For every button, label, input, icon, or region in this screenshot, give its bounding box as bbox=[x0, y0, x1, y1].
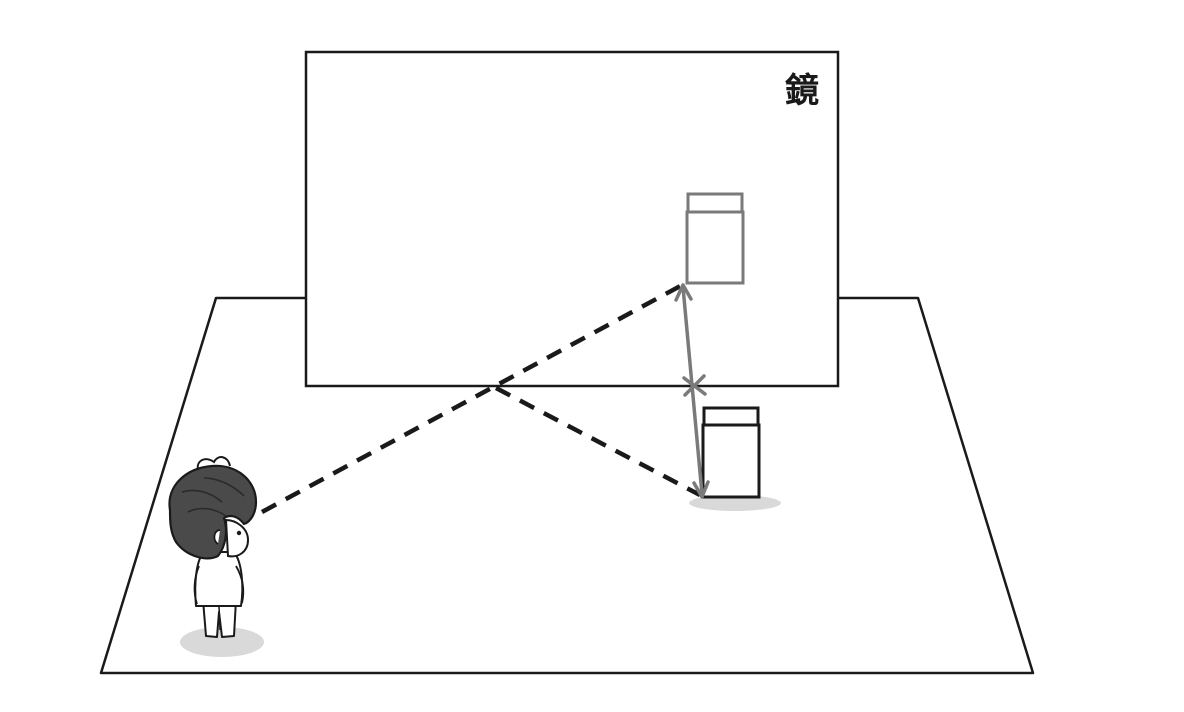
child-arm-right bbox=[235, 565, 245, 604]
reflected-object bbox=[685, 192, 745, 285]
real-object-body bbox=[701, 423, 761, 499]
arrow-head-top bbox=[674, 283, 693, 302]
mirror bbox=[304, 50, 840, 388]
child-hair-tuft bbox=[196, 456, 231, 471]
reflected-object-top bbox=[686, 192, 744, 214]
child-face bbox=[224, 518, 250, 558]
arrow-head-bottom bbox=[692, 480, 710, 499]
child-leg-gap bbox=[218, 605, 221, 631]
child-body bbox=[194, 551, 244, 607]
child-shadow bbox=[180, 627, 264, 657]
child-figure bbox=[168, 456, 264, 657]
real-object-top bbox=[702, 406, 760, 427]
child-eye bbox=[236, 530, 242, 536]
child-hair-strands bbox=[181, 477, 245, 517]
midpoint-tick-b bbox=[683, 374, 706, 397]
reflection-line-to-object bbox=[494, 386, 702, 497]
child-arm-left bbox=[193, 565, 200, 605]
distance-line bbox=[681, 285, 704, 496]
mirror-label: 鏡 bbox=[785, 71, 819, 111]
equal-distance-marker bbox=[674, 283, 710, 499]
child-ear bbox=[213, 529, 221, 545]
reflected-object-body bbox=[685, 210, 745, 285]
object-shadow bbox=[689, 495, 781, 511]
real-object bbox=[701, 406, 761, 499]
